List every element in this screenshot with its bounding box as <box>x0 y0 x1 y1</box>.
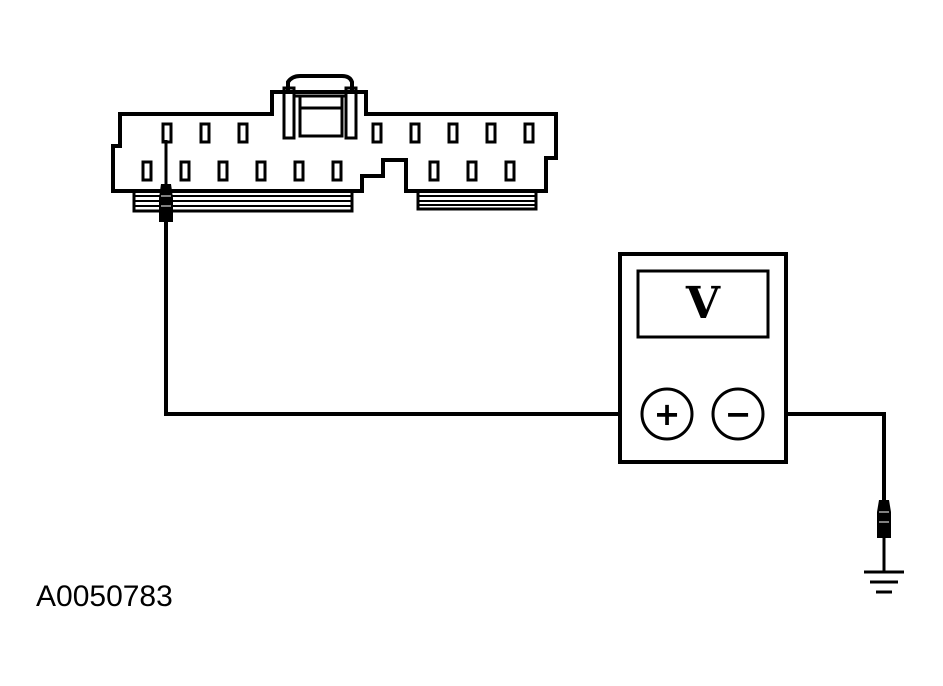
connector-pins-bottom-row <box>141 160 516 182</box>
figure-reference-id: A0050783 <box>36 580 173 613</box>
positive-lead-wire <box>164 222 642 416</box>
connector-latch <box>282 74 358 140</box>
connector-pin-bottom-8 <box>466 160 478 182</box>
connector-pin-top-2 <box>199 122 211 144</box>
connector-body <box>111 90 558 193</box>
ground-symbol-icon <box>864 570 904 594</box>
negative-terminal-symbol: − <box>725 395 752 433</box>
connector <box>111 74 558 213</box>
connector-pin-top-3 <box>237 122 249 144</box>
connector-pin-top-6 <box>447 122 459 144</box>
connector-pin-top-8 <box>523 122 535 144</box>
voltmeter-display-text: V <box>685 278 721 329</box>
negative-lead-wire <box>764 412 886 500</box>
connector-pin-bottom-4 <box>255 160 267 182</box>
ground-probe <box>877 500 891 572</box>
connector-pin-top-7 <box>485 122 497 144</box>
voltmeter-display <box>636 269 770 339</box>
connector-pin-bottom-5 <box>293 160 305 182</box>
connector-pins-top-row <box>161 122 535 144</box>
negative-terminal <box>711 387 765 441</box>
connector-pin-bottom-2 <box>179 160 191 182</box>
connector-pin-top-5 <box>409 122 421 144</box>
wire-harness-right <box>416 189 538 211</box>
connector-pin-bottom-1 <box>141 160 153 182</box>
back-probe <box>159 140 173 222</box>
connector-pin-bottom-7 <box>428 160 440 182</box>
connector-pin-bottom-3 <box>217 160 229 182</box>
positive-terminal-symbol: + <box>654 395 681 433</box>
voltmeter: V + − <box>618 252 788 464</box>
positive-terminal <box>640 387 694 441</box>
connector-pin-top-1 <box>161 122 173 144</box>
connector-pin-bottom-9 <box>504 160 516 182</box>
connector-pin-bottom-6 <box>331 160 343 182</box>
connector-pin-top-4 <box>371 122 383 144</box>
